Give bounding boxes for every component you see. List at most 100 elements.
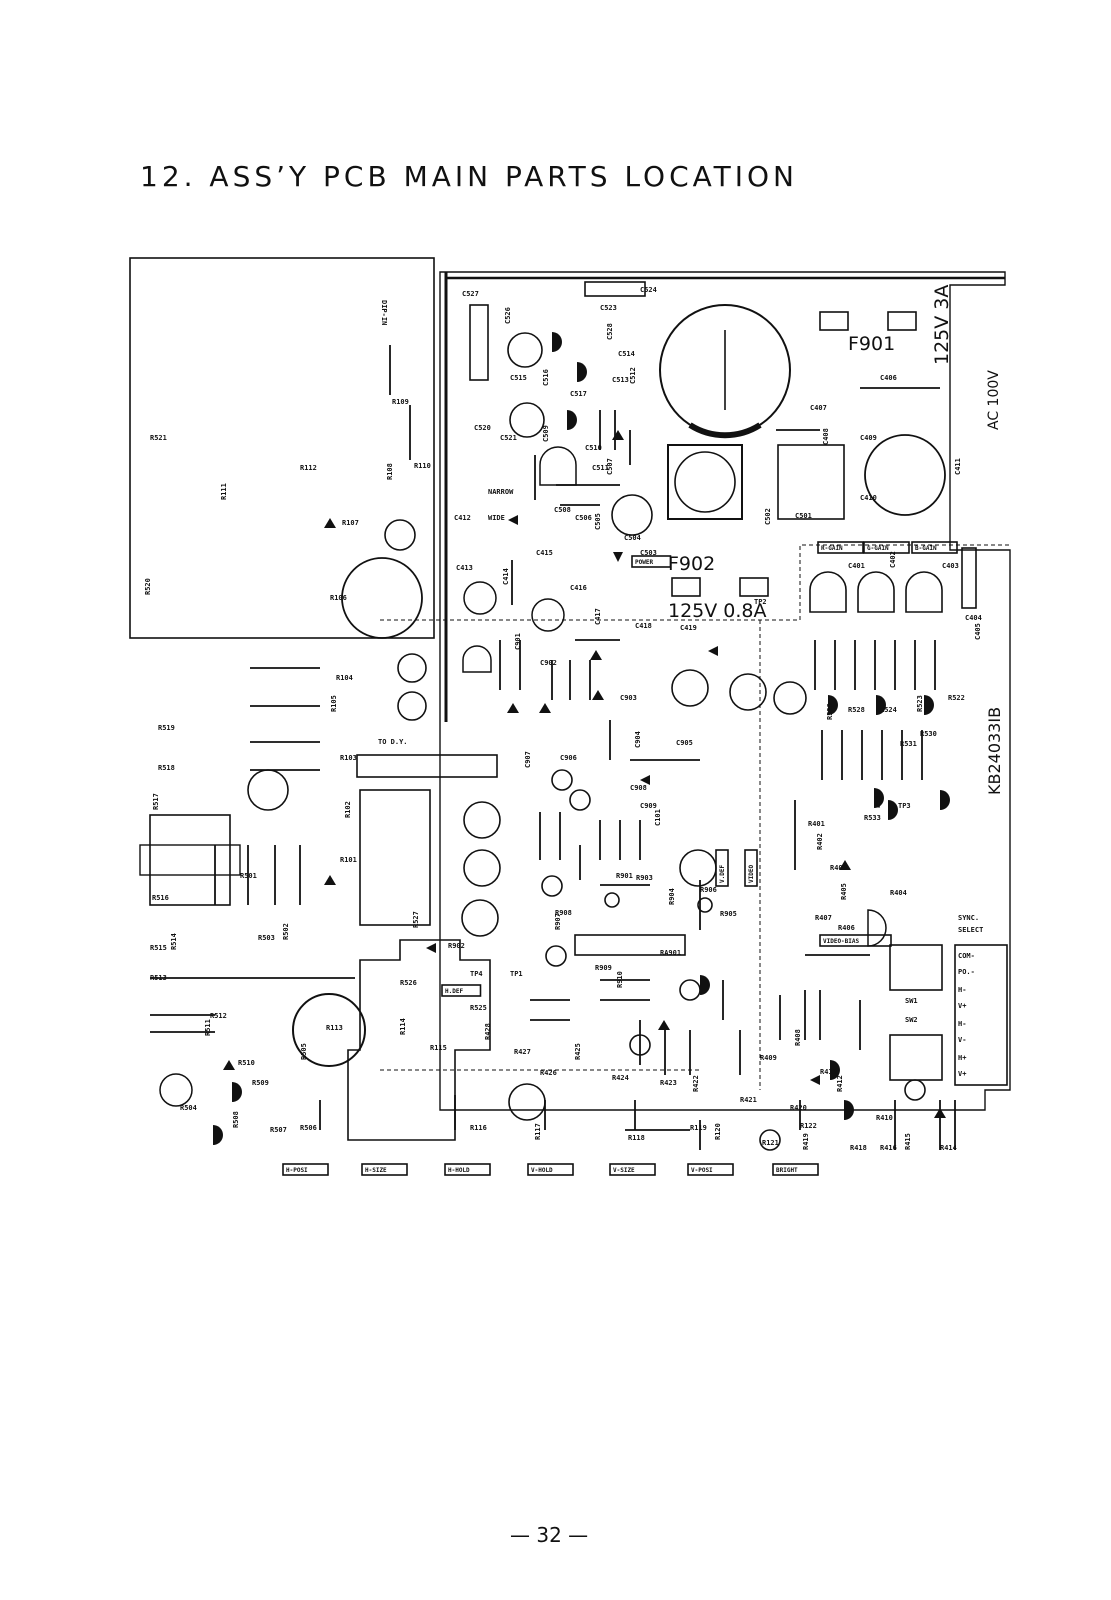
designator: R909	[595, 964, 612, 972]
designator: R503	[258, 934, 275, 942]
designator: R901	[616, 872, 633, 880]
designator: R502	[282, 923, 290, 940]
designator: C418	[635, 622, 652, 630]
designator: R405	[840, 883, 848, 900]
fuse-f902-name: F902	[668, 553, 715, 575]
designator: R119	[690, 1124, 707, 1132]
designator: R420	[790, 1104, 807, 1112]
boxed-label-h-hold: H-HOLD	[444, 1163, 491, 1176]
designator: R101	[340, 856, 357, 864]
tp4-label: TP4	[470, 970, 483, 978]
svg-text:V+: V+	[958, 1070, 966, 1078]
designator: C510	[585, 444, 602, 452]
flyback-shape	[347, 939, 491, 1141]
svg-text:POWER: POWER	[635, 559, 653, 566]
designator: R419	[802, 1133, 810, 1150]
designator: R530	[920, 730, 937, 738]
designator: R112	[300, 464, 317, 472]
designator: R525	[470, 1004, 487, 1012]
designator: C512	[629, 367, 637, 384]
designator: R422	[692, 1075, 700, 1092]
designator: C528	[606, 323, 614, 340]
designator: R508	[232, 1111, 240, 1128]
designator: C513	[612, 376, 629, 384]
svg-text:B-GAIN: B-GAIN	[915, 545, 937, 552]
svg-text:BRIGHT: BRIGHT	[776, 1167, 798, 1174]
rv102	[857, 571, 895, 613]
resistor-lines	[150, 345, 956, 1150]
designator: R514	[170, 933, 178, 950]
boxed-label-r-gain: R-GAIN	[817, 541, 864, 554]
fuse-f901-clip-a	[819, 311, 849, 331]
designator: R115	[430, 1044, 447, 1052]
designator: R524	[880, 706, 897, 714]
designator: C505	[594, 513, 602, 530]
designator: R418	[850, 1144, 867, 1152]
designator: R531	[900, 740, 917, 748]
designator: R103	[340, 754, 357, 762]
svg-text:H-SIZE: H-SIZE	[365, 1167, 387, 1174]
designator: R426	[540, 1069, 557, 1077]
sw1-block	[889, 944, 943, 991]
svg-text:V-SIZE: V-SIZE	[613, 1167, 635, 1174]
designator: R111	[220, 483, 228, 500]
designator: R408	[794, 1029, 802, 1046]
designator: R906	[700, 886, 717, 894]
board-large-labels: F901 F902 125V 0.8A 125V 3A AC 100V KB24…	[378, 285, 1004, 1024]
transistors	[213, 332, 950, 1145]
designator: R526	[400, 979, 417, 987]
designator: R509	[252, 1079, 269, 1087]
boxed-label-video-bias: VIDEO-BIAS	[819, 934, 892, 947]
designator: C515	[510, 374, 527, 382]
designator: R108	[386, 463, 394, 480]
svg-text:VIDEO-BIAS: VIDEO-BIAS	[823, 938, 860, 945]
sub-board-outline	[129, 257, 435, 639]
designator: R406	[838, 924, 855, 932]
svg-text:H-HOLD: H-HOLD	[448, 1167, 470, 1174]
sync-select-line1: SYNC.	[958, 914, 979, 922]
designator: R404	[890, 889, 907, 897]
designator: C511	[592, 464, 609, 472]
svg-text:V-POSI: V-POSI	[691, 1167, 713, 1174]
designator: R510	[238, 1059, 255, 1067]
coil-l902-box	[667, 444, 743, 520]
designator: R505	[300, 1043, 308, 1060]
designator: R416	[880, 1144, 897, 1152]
ic-strip	[574, 934, 686, 956]
diodes	[223, 430, 946, 1118]
designator: C508	[554, 506, 571, 514]
designator: R425	[574, 1043, 582, 1060]
designator: C413	[456, 564, 473, 572]
svg-text:COM-: COM-	[958, 952, 975, 960]
designator: C414	[502, 568, 510, 585]
designator: R506	[300, 1124, 317, 1132]
designator: C527	[462, 290, 479, 298]
cn101-strip	[961, 547, 977, 609]
tp2-label: TP2	[754, 598, 767, 606]
designator: C521	[500, 434, 517, 442]
designator: C506	[575, 514, 592, 522]
designator: R414	[940, 1144, 957, 1152]
designator: C906	[560, 754, 577, 762]
designator: R121	[762, 1139, 779, 1147]
designator: R902	[448, 942, 465, 950]
designator: R528	[848, 706, 865, 714]
page-number: — 32 —	[510, 1523, 589, 1547]
main-filter-capacitor-band	[688, 422, 762, 439]
dashed-partition-1	[380, 544, 1010, 621]
designator: R907	[554, 913, 562, 930]
designator: C404	[965, 614, 982, 622]
designator: R413	[820, 1068, 837, 1076]
l503-coil	[292, 993, 366, 1067]
main-board-outline	[439, 271, 1011, 1111]
boxed-label-power: POWER	[631, 555, 672, 568]
electrolytic-caps	[384, 332, 926, 1151]
designator: C517	[570, 390, 587, 398]
designator: C520	[474, 424, 491, 432]
fuse-f901-name: F901	[848, 333, 895, 355]
designator: R903	[636, 874, 653, 882]
designator: C514	[618, 350, 635, 358]
designator: R401	[808, 820, 825, 828]
designator: C905	[676, 739, 693, 747]
